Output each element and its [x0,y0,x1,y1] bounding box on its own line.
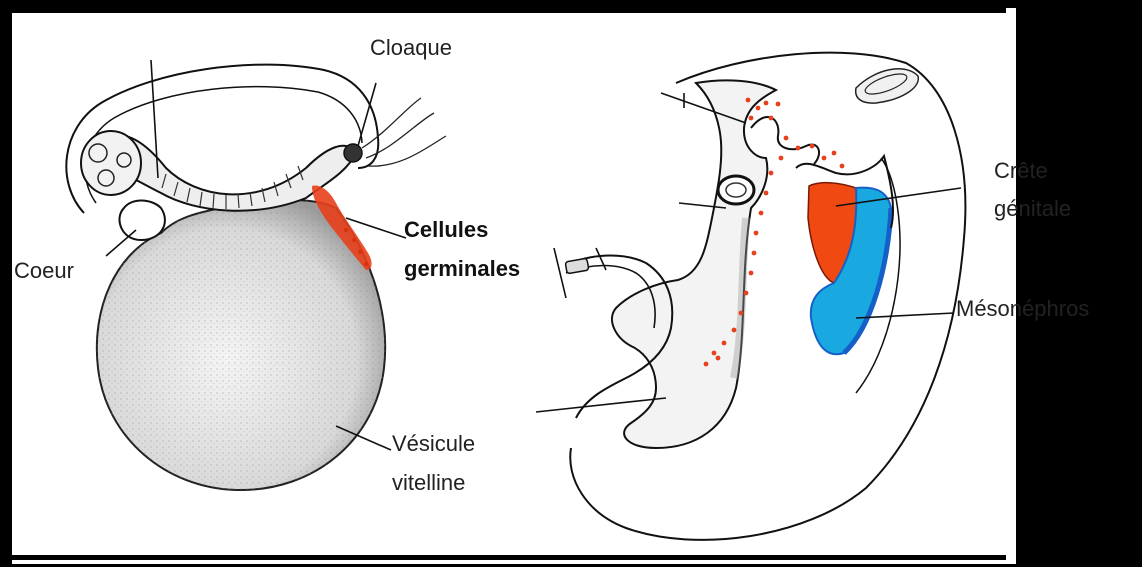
figure-panel: Cloaque Cellules germinales Coeur Vésicu… [6,8,1016,564]
head-region [81,131,141,195]
right-pointer-lines [536,93,961,412]
label-vitelline: vitelline [392,470,465,496]
gut-tube [612,80,776,448]
left-embryo [66,60,446,490]
label-vesicule: Vésicule [392,431,475,457]
embryo-illustration [6,8,1016,564]
label-mesonephros: Mésonéphros [956,296,1089,322]
allantois-lines [362,98,446,166]
label-coeur: Coeur [14,258,74,284]
cloaca [344,144,362,162]
yolk-sac-stipple [97,200,385,490]
label-cloaque: Cloaque [370,35,452,61]
label-cellules: Cellules [404,217,488,243]
label-crete: Crête [994,158,1048,184]
otic-placode [856,69,919,103]
right-embryo [536,53,965,540]
label-genitale: génitale [994,196,1071,222]
heart [119,201,164,241]
label-germinales: germinales [404,256,520,282]
